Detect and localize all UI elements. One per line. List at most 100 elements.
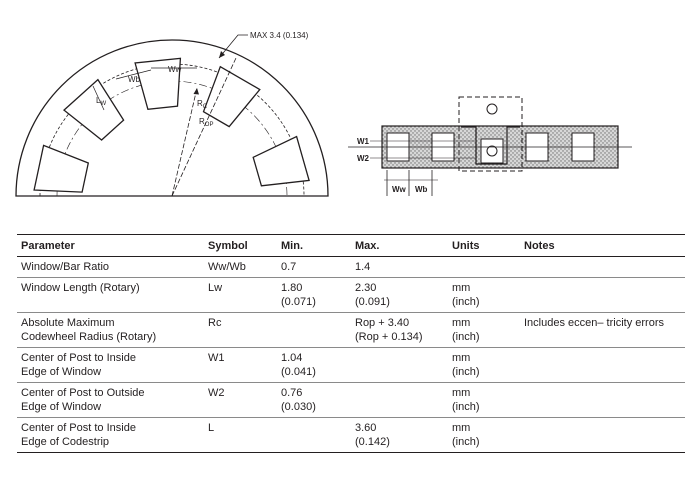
min-cell: 1.04(0.041)	[277, 347, 351, 383]
table-header-row: Parameter Symbol Min. Max. Units Notes	[17, 234, 685, 257]
min-cell	[277, 312, 351, 348]
symbol-cell: Lw	[204, 277, 277, 313]
units-cell: mm (inch)	[448, 312, 520, 348]
header-symbol: Symbol	[204, 234, 277, 257]
header-parameter: Parameter	[17, 234, 204, 257]
codestrip-labels: W1 W2 Ww Wb	[357, 137, 428, 194]
max-cell: 2.30 (0.091)	[351, 277, 448, 313]
max-cell: Rop + 3.40 (Rop + 0.134)	[351, 312, 448, 348]
notes-cell	[520, 256, 685, 278]
max-mm: 1.4	[355, 261, 371, 273]
rop-label: R	[199, 117, 205, 126]
notes-cell	[520, 417, 685, 453]
codewheel-window-2	[62, 78, 125, 141]
table-row: Window/Bar Ratio Ww/Wb 0.7 1.4	[17, 256, 685, 278]
header-min: Min.	[277, 234, 351, 257]
symbol-cell: Rc	[204, 312, 277, 348]
parameter-cell: Window Length (Rotary)	[17, 277, 204, 313]
parameter-cell: Window/Bar Ratio	[17, 256, 204, 278]
ww-label: Ww	[168, 65, 182, 74]
max-inch: (0.142)	[355, 436, 390, 448]
parameter-line-2: Edge of Window	[21, 366, 102, 378]
min-mm: 0.7	[281, 261, 297, 273]
min-cell	[277, 417, 351, 453]
w2-label: W2	[357, 154, 370, 163]
max-inch: (Rop + 0.134)	[355, 331, 423, 343]
symbol-cell: L	[204, 417, 277, 453]
min-inch: (0.030)	[281, 401, 316, 413]
min-cell: 0.76 (0.030)	[277, 382, 351, 418]
rop-sub: OP	[205, 122, 214, 128]
codestrip-drawing	[348, 96, 632, 196]
codewheel-codestrip-diagram: MAX 3.4 (0.134) Ww Wb LW RC ROP W1 W2 Ww…	[15, 31, 632, 197]
max-cell: 1.4	[351, 256, 448, 278]
symbol-cell: W1	[204, 347, 277, 383]
alignment-post-top	[486, 103, 498, 115]
emitter-housing-dashed	[458, 96, 523, 172]
svg-text:RC: RC	[197, 99, 208, 110]
lw-label: L	[96, 96, 101, 105]
units-inch: (inch)	[452, 401, 480, 413]
notes-cell	[520, 277, 685, 313]
max-cell: 3.60 (0.142)	[351, 417, 448, 453]
symbol-cell: W2	[204, 382, 277, 418]
parameter-line-2: Codewheel Radius (Rotary)	[21, 331, 157, 343]
rop-radius-line	[171, 87, 198, 197]
codewheel-labels: MAX 3.4 (0.134) Ww Wb LW RC ROP	[96, 31, 309, 128]
header-max: Max.	[351, 234, 448, 257]
units-inch: (inch)	[452, 296, 480, 308]
max-cell	[351, 382, 448, 418]
units-mm: mm	[452, 352, 471, 364]
max-cell	[351, 347, 448, 383]
max-inch: (0.091)	[355, 296, 390, 308]
svg-text:ROP: ROP	[199, 117, 213, 128]
codewheel-drawing	[15, 34, 329, 197]
svg-text:LW: LW	[96, 96, 106, 107]
header-units: Units	[448, 234, 520, 257]
units-cell: mm (inch)	[448, 347, 520, 383]
min-mm: 1.04	[281, 352, 303, 364]
rc-radius-line	[171, 57, 237, 197]
parameter-line-1: Center of Post to Inside	[21, 352, 136, 364]
max-mm: 2.30	[355, 282, 377, 294]
units-inch: (inch)	[452, 331, 480, 343]
lw-sub: W	[100, 101, 106, 107]
units-mm: mm	[452, 387, 471, 399]
min-cell: 1.80 (0.071)	[277, 277, 351, 313]
max-mm: 3.60	[355, 422, 377, 434]
codestrip-wb-label: Wb	[415, 185, 428, 194]
codewheel-window-4	[202, 65, 261, 128]
min-mm: 1.80	[281, 282, 303, 294]
units-mm: mm	[452, 422, 471, 434]
max-mm: Rop + 3.40	[355, 317, 410, 329]
detector-bracket	[461, 126, 520, 165]
units-inch: (inch)	[452, 366, 480, 378]
parameter-line-1: Window/Bar Ratio	[21, 261, 110, 273]
wb-label: Wb	[128, 75, 141, 84]
max-leader-line	[218, 34, 248, 59]
notes-cell: Includes eccen– tricity errors	[520, 312, 685, 348]
codewheel-windows	[33, 57, 310, 193]
alignment-post	[486, 145, 498, 157]
rc-sub: C	[203, 104, 208, 110]
codestrip-ww-label: Ww	[392, 185, 407, 194]
codewheel-window-1	[33, 144, 90, 193]
units-mm: mm	[452, 317, 471, 329]
units-mm: mm	[452, 282, 471, 294]
notes-cell	[520, 382, 685, 418]
min-mm: 0.76	[281, 387, 303, 399]
units-cell: mm (inch)	[448, 382, 520, 418]
notes-cell	[520, 347, 685, 383]
min-inch: (0.071)	[281, 296, 316, 308]
codewheel-outline	[15, 39, 329, 197]
rc-label: R	[197, 99, 203, 108]
lw-dim-line	[92, 85, 105, 111]
units-inch: (inch)	[452, 436, 480, 448]
